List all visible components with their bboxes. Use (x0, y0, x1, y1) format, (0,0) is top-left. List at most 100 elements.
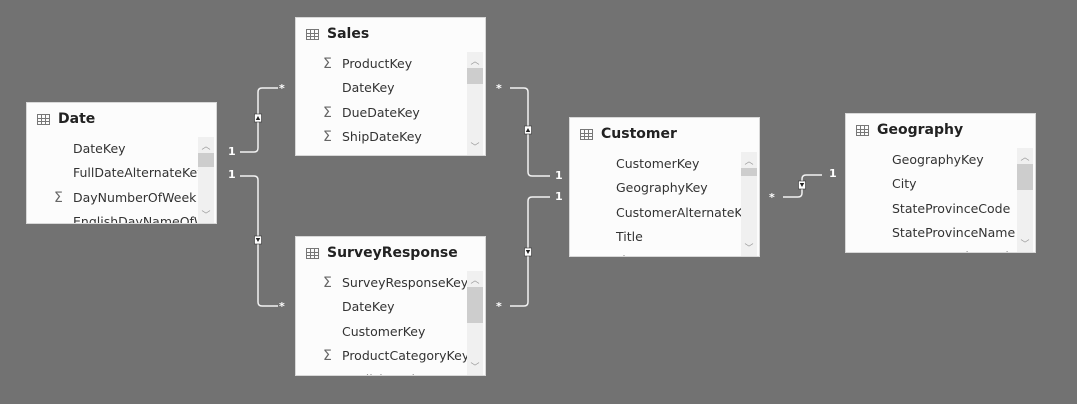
chevron-up-icon[interactable]: ︿ (201, 142, 211, 152)
sigma-icon: Σ (323, 275, 332, 291)
chevron-up-icon[interactable]: ︿ (744, 157, 754, 167)
field-item[interactable]: CustomerKey (570, 152, 742, 176)
sigma-icon: Σ (54, 189, 63, 206)
field-name: GeographyKey (892, 152, 984, 167)
scrollbar-thumb[interactable] (467, 287, 483, 323)
chevron-up-icon[interactable]: ︿ (1020, 153, 1030, 163)
cardinality-label: * (769, 191, 775, 204)
scrollbar[interactable]: ︿﹀ (467, 52, 483, 155)
field-item[interactable]: CustomerKey (296, 149, 468, 155)
table-header[interactable]: Sales (306, 26, 369, 42)
chevron-up-icon[interactable]: ︿ (470, 57, 480, 67)
field-item[interactable]: DateKey (296, 295, 468, 319)
table-header[interactable]: Geography (856, 122, 963, 138)
scrollbar-thumb[interactable] (741, 168, 757, 176)
field-item[interactable]: GeographyKey (846, 148, 1018, 172)
field-item[interactable]: Σ ShipDateKey (296, 125, 468, 149)
table-title: Date (58, 111, 96, 127)
table-icon (856, 124, 869, 136)
scrollbar-thumb[interactable] (467, 68, 483, 84)
chevron-up-icon[interactable]: ︿ (470, 276, 480, 286)
field-item[interactable]: Title (570, 225, 742, 249)
cardinality-label: * (496, 300, 502, 313)
field-name: SurveyResponseKey (342, 275, 468, 290)
scrollbar[interactable]: ︿﹀ (467, 271, 483, 375)
table-icon (306, 247, 319, 259)
sigma-icon: Σ (323, 347, 332, 364)
field-name: ProductKey (342, 56, 413, 71)
field-item[interactable]: City (846, 172, 1018, 196)
field-item[interactable]: CustomerAlternateKey (570, 201, 742, 225)
sigma-icon: Σ (323, 56, 332, 72)
field-item[interactable]: CustomerKey (296, 320, 468, 344)
field-name: DayNumberOfWeek (73, 189, 197, 205)
field-item[interactable]: CountryRegionCode (846, 245, 1018, 252)
field-name: Title (616, 228, 643, 244)
field-item[interactable]: Σ ProductKey (296, 52, 468, 76)
field-name: DateKey (342, 299, 395, 315)
cardinality-label: 1 (555, 190, 563, 203)
field-item[interactable]: FirstName (570, 249, 742, 256)
scrollbar[interactable]: ︿﹀ (1017, 148, 1033, 252)
field-name: EnglishProductCategoryName (342, 372, 468, 375)
table-icon (37, 113, 50, 125)
cardinality-label: 1 (228, 168, 236, 181)
field-item[interactable]: EnglishDayNameOfWeek (27, 210, 199, 224)
field-item[interactable]: Σ SurveyResponseKey (296, 271, 468, 295)
table-title: Customer (601, 126, 677, 142)
field-item[interactable]: DateKey (296, 76, 468, 100)
field-name: ProductCategoryKey (342, 347, 468, 363)
table-icon (306, 28, 319, 40)
field-item[interactable]: Σ ProductCategoryKey (296, 344, 468, 368)
field-item[interactable]: StateProvinceName (846, 221, 1018, 245)
field-item[interactable]: Σ DayNumberOfWeek (27, 186, 199, 210)
field-name: FullDateAlternateKey (73, 165, 199, 181)
cardinality-label: * (496, 82, 502, 95)
cardinality-label: 1 (555, 169, 563, 182)
table-header[interactable]: Customer (580, 126, 677, 142)
field-name: DateKey (342, 80, 395, 96)
scrollbar[interactable]: ︿﹀ (198, 137, 214, 223)
field-name: GeographyKey (616, 180, 708, 196)
table-title: Geography (877, 122, 964, 138)
table-header[interactable]: Date (37, 111, 95, 127)
field-name: CustomerKey (616, 156, 700, 171)
table-header[interactable]: SurveyResponse (306, 245, 458, 261)
field-name: CustomerAlternateKey (616, 204, 742, 220)
field-name: ShipDateKey (342, 128, 422, 144)
chevron-down-icon[interactable]: ﹀ (470, 363, 480, 373)
cardinality-label: * (279, 82, 285, 95)
table-icon (580, 128, 593, 140)
chevron-down-icon[interactable]: ﹀ (1020, 240, 1030, 250)
chevron-down-icon[interactable]: ﹀ (201, 211, 211, 221)
sigma-icon: Σ (323, 128, 332, 145)
scrollbar[interactable]: ︿﹀ (741, 152, 757, 256)
field-name: StateProvinceName (892, 224, 1016, 240)
field-item[interactable]: EnglishProductCategoryName (296, 368, 468, 375)
field-name: FirstName (616, 253, 679, 256)
field-name: CustomerKey (342, 323, 426, 339)
scrollbar-thumb[interactable] (1017, 164, 1033, 190)
cardinality-label: 1 (829, 167, 837, 180)
chevron-down-icon[interactable]: ﹀ (470, 143, 480, 153)
chevron-down-icon[interactable]: ﹀ (744, 244, 754, 254)
field-item[interactable]: GeographyKey (570, 176, 742, 200)
field-item[interactable]: DateKey (27, 137, 199, 161)
field-item[interactable]: FullDateAlternateKey (27, 161, 199, 185)
field-name: EnglishDayNameOfWeek (73, 213, 199, 224)
scrollbar-thumb[interactable] (198, 153, 214, 167)
table-title: Sales (327, 26, 370, 42)
field-item[interactable]: StateProvinceCode (846, 197, 1018, 221)
cardinality-label: 1 (228, 145, 236, 158)
field-name: DateKey (73, 141, 126, 156)
cardinality-label: * (279, 300, 285, 313)
